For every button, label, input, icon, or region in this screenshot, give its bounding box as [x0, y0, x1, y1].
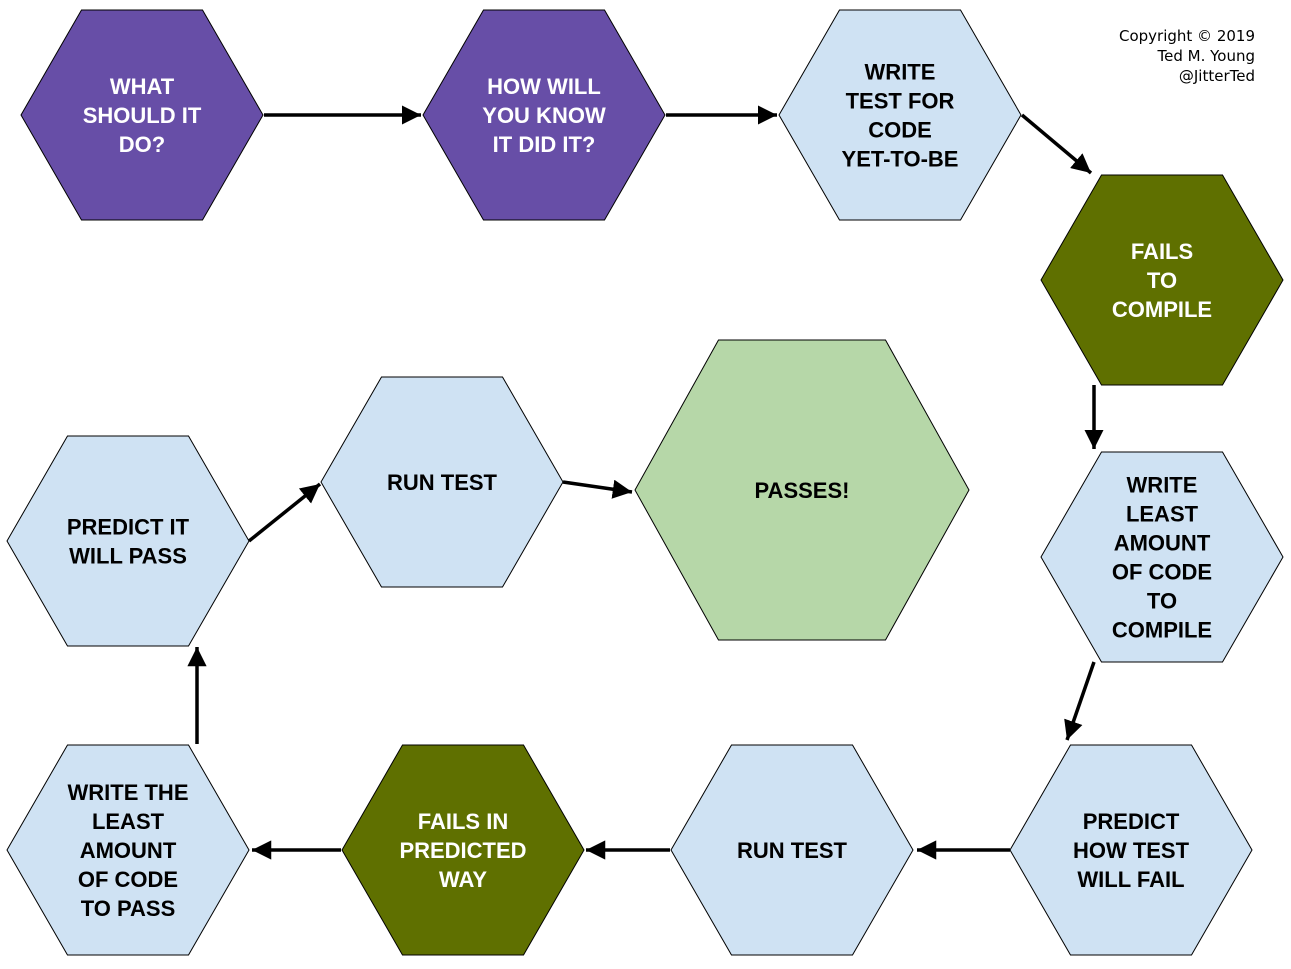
- node-label-line: TO: [1147, 268, 1177, 293]
- hexagon-shape: [778, 9, 1022, 221]
- author-name: Ted M. Young: [1157, 47, 1256, 65]
- node-label-line: IT DID IT?: [493, 132, 596, 157]
- node-predict-how-test-fail: PREDICT HOW TEST WILL FAIL: [1009, 744, 1253, 956]
- node-label-line: AMOUNT: [80, 838, 177, 863]
- node-label: RUN TEST: [737, 838, 848, 863]
- node-label-line: WRITE: [865, 60, 936, 85]
- hexagon-shape: [422, 9, 666, 221]
- node-label: PREDICT IT WILL PASS: [67, 515, 190, 569]
- copyright-line: Copyright © 2019: [1118, 27, 1255, 45]
- node-label-line: DO?: [119, 132, 165, 157]
- node-label: WRITE TEST FOR CODE YET-TO-BE: [842, 60, 959, 172]
- node-label-line: YOU KNOW: [482, 103, 606, 128]
- node-write-least-code-pass: WRITE THE LEAST AMOUNT OF CODE TO PASS: [6, 744, 250, 956]
- edge-layer: [187, 105, 1104, 860]
- hexagon-shape: [341, 744, 585, 956]
- author-handle: @JitterTed: [1178, 67, 1255, 85]
- node-fails-in-predicted-way: FAILS IN PREDICTED WAY: [341, 744, 585, 956]
- node-label-line: LEAST: [1126, 502, 1199, 527]
- node-label-line: RUN TEST: [737, 838, 848, 863]
- node-label-line: OF CODE: [78, 867, 178, 892]
- copyright-notice: Copyright © 2019 Ted M. Young @JitterTed: [1119, 26, 1255, 86]
- hexagon-shape: [20, 9, 264, 221]
- arrow-write-least-code-compile-to-predict-how-test-fail: [1064, 661, 1096, 741]
- node-label-line: HOW TEST: [1073, 838, 1190, 863]
- node-label-line: CODE: [868, 118, 932, 143]
- node-run-test-2: RUN TEST: [320, 376, 564, 588]
- node-label-line: FAILS: [1131, 239, 1193, 264]
- node-label-line: FAILS IN: [418, 809, 508, 834]
- node-label-line: PREDICT IT: [67, 515, 190, 540]
- node-label: PREDICT HOW TEST WILL FAIL: [1073, 809, 1190, 892]
- hexagon-shape: [6, 435, 250, 647]
- node-label-line: SHOULD IT: [83, 103, 202, 128]
- arrow-predict-it-will-pass-to-run-test-2: [247, 482, 322, 543]
- node-label-line: OF CODE: [1112, 560, 1212, 585]
- node-label-line: COMPILE: [1112, 297, 1212, 322]
- arrow-write-test-for-code-to-fails-to-compile: [1020, 113, 1093, 175]
- node-layer: WHAT SHOULD IT DO? HOW WILL YOU KNOW IT DID I…: [6, 9, 1284, 956]
- hexagon-shape: [1040, 174, 1284, 386]
- node-label-line: WRITE THE: [68, 780, 189, 805]
- node-what-should-it-do: WHAT SHOULD IT DO?: [20, 9, 264, 221]
- node-label: PASSES!: [755, 478, 850, 503]
- node-label: HOW WILL YOU KNOW IT DID IT?: [482, 74, 606, 157]
- arrow-run-test-2-to-passes: [562, 479, 633, 499]
- node-fails-to-compile: FAILS TO COMPILE: [1040, 174, 1284, 386]
- node-write-test-for-code: WRITE TEST FOR CODE YET-TO-BE: [778, 9, 1022, 221]
- node-label-line: YET-TO-BE: [842, 147, 959, 172]
- node-label-line: TO: [1147, 589, 1177, 614]
- node-label-line: WILL PASS: [69, 544, 187, 569]
- node-label-line: TEST FOR: [846, 89, 955, 114]
- node-passes: PASSES!: [634, 339, 970, 641]
- node-label-line: WILL FAIL: [1077, 867, 1184, 892]
- node-label-line: LEAST: [92, 809, 165, 834]
- node-label-line: WRITE: [1127, 473, 1198, 498]
- node-label-line: PREDICT: [1083, 809, 1180, 834]
- hexagon-shape: [1009, 744, 1253, 956]
- node-label: FAILS IN PREDICTED WAY: [399, 809, 526, 892]
- node-label-line: WAY: [439, 867, 487, 892]
- node-label: FAILS TO COMPILE: [1112, 239, 1212, 322]
- node-label: WRITE LEAST AMOUNT OF CODE TO COMPILE: [1112, 473, 1212, 643]
- node-label-line: PASSES!: [755, 478, 850, 503]
- node-label: WHAT SHOULD IT DO?: [83, 74, 202, 157]
- node-label-line: COMPILE: [1112, 618, 1212, 643]
- node-label-line: PREDICTED: [399, 838, 526, 863]
- node-label-line: RUN TEST: [387, 470, 498, 495]
- hexagon-shape: [1040, 451, 1284, 663]
- node-run-test-1: RUN TEST: [670, 744, 914, 956]
- node-label-line: WHAT: [110, 74, 175, 99]
- node-label: WRITE THE LEAST AMOUNT OF CODE TO PASS: [68, 780, 189, 921]
- node-label-line: AMOUNT: [1114, 531, 1211, 556]
- hexagon-shape: [670, 744, 914, 956]
- node-predict-it-will-pass: PREDICT IT WILL PASS: [6, 435, 250, 647]
- hexagon-shape: [320, 376, 564, 588]
- node-how-will-you-know: HOW WILL YOU KNOW IT DID IT?: [422, 9, 666, 221]
- node-label: RUN TEST: [387, 470, 498, 495]
- hexagon-shape: [6, 744, 250, 956]
- hexagon-shape: [634, 339, 970, 641]
- node-write-least-code-compile: WRITE LEAST AMOUNT OF CODE TO COMPILE: [1040, 451, 1284, 663]
- node-label-line: TO PASS: [81, 896, 176, 921]
- node-label-line: HOW WILL: [487, 74, 601, 99]
